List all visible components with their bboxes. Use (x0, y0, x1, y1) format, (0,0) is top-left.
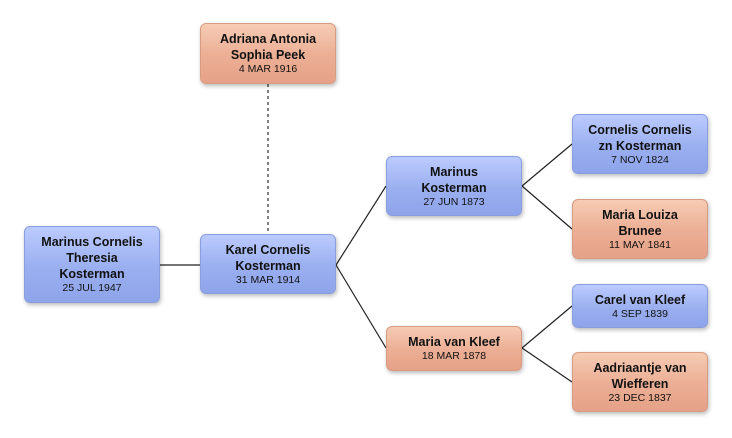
person-name: Maria van Kleef (408, 335, 500, 349)
person-birth-date: 4 MAR 1916 (238, 63, 298, 75)
person-name: Kosterman (235, 258, 301, 273)
person-name: Adriana Antonia (219, 32, 317, 46)
person-birth-date: 7 NOV 1824 (611, 153, 669, 166)
person-name: Karel Cornelis (225, 242, 311, 257)
person-birth-date: 18 MAR 1878 (421, 350, 487, 362)
person-birth-date: 31 MAR 1914 (235, 273, 301, 286)
parent-connector (521, 305, 573, 349)
person-name: Sophia Peek (230, 48, 306, 62)
person-node-grandfather[interactable]: Marinus Kosterman 27 JUN 1873 (386, 156, 522, 216)
person-node-grandmother[interactable]: Maria van Kleef 18 MAR 1878 (386, 326, 522, 371)
person-name: Kosterman (59, 267, 125, 281)
person-birth-date: 27 JUN 1873 (423, 195, 485, 208)
person-name: Aadriaantje van (593, 360, 687, 375)
person-node-spouse[interactable]: Adriana Antonia Sophia Peek 4 MAR 1916 (200, 23, 336, 84)
person-node-great-grandfather-2[interactable]: Carel van Kleef 4 SEP 1839 (572, 284, 708, 328)
person-name: Wiefferen (611, 376, 669, 391)
parent-connector (335, 264, 387, 349)
person-name: Carel van Kleef (594, 292, 686, 307)
person-name: Theresia (66, 251, 118, 265)
person-node-great-grandmother-2[interactable]: Aadriaantje van Wiefferen 23 DEC 1837 (572, 352, 708, 412)
person-name: Cornelis Cornelis (588, 122, 692, 137)
parent-connector (521, 185, 573, 230)
person-name: Marinus Cornelis (41, 235, 143, 249)
person-node-father[interactable]: Karel Cornelis Kosterman 31 MAR 1914 (200, 234, 336, 294)
person-node-great-grandmother-1[interactable]: Maria Louiza Brunee 11 MAY 1841 (572, 199, 708, 259)
person-name: Brunee (618, 223, 662, 238)
parent-connector (521, 143, 573, 187)
person-name: Marinus (430, 164, 478, 179)
person-node-great-grandfather-1[interactable]: Cornelis Cornelis zn Kosterman 7 NOV 182… (572, 114, 708, 174)
person-name: zn Kosterman (598, 138, 682, 153)
person-name: Kosterman (421, 180, 487, 195)
person-name: Maria Louiza (602, 207, 678, 222)
person-node-root[interactable]: Marinus Cornelis Theresia Kosterman 25 J… (24, 226, 160, 303)
parent-connector (335, 185, 387, 266)
person-birth-date: 23 DEC 1837 (608, 391, 672, 404)
person-birth-date: 11 MAY 1841 (609, 238, 671, 251)
person-birth-date: 4 SEP 1839 (612, 307, 668, 320)
person-birth-date: 25 JUL 1947 (62, 282, 122, 294)
parent-connector (521, 347, 573, 383)
